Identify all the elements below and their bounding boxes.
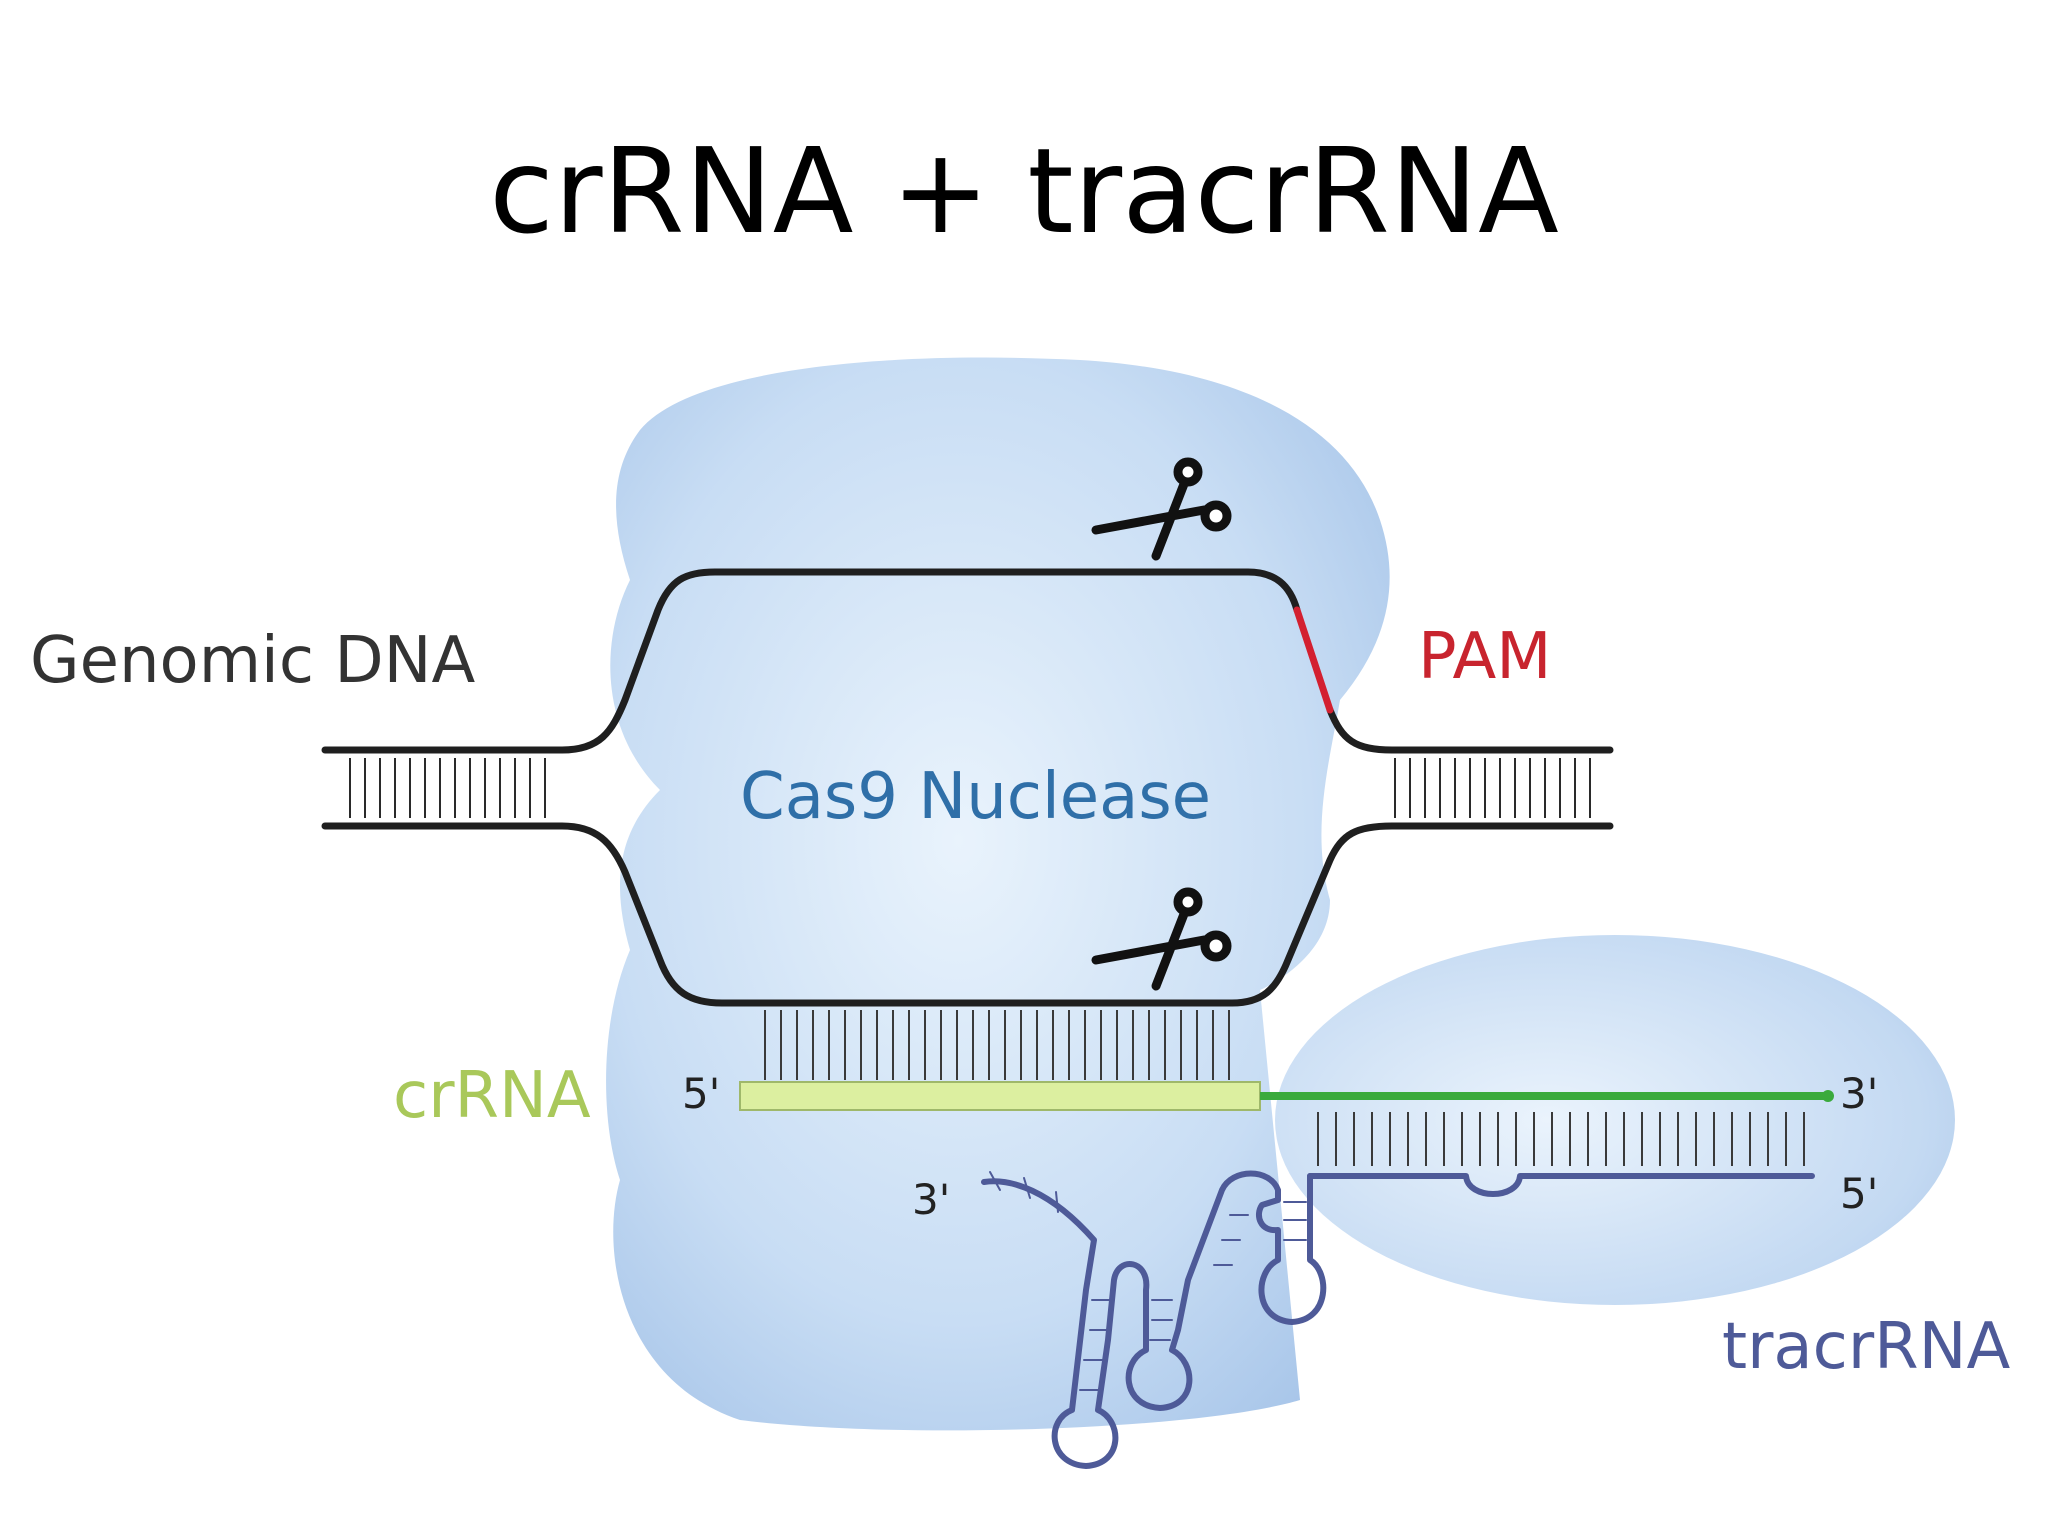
crrna-5-prime-label: 5' — [682, 1069, 720, 1118]
guide-dna-base-pairs — [764, 1010, 1230, 1080]
crrna-guide-region — [739, 1081, 1261, 1111]
dna-bottom-strand — [321, 822, 1614, 1007]
tracrrna-5-prime-label: 5' — [1840, 1169, 1878, 1218]
cas9-protein — [606, 357, 1955, 1431]
stem-base-pair — [1055, 1191, 1059, 1213]
cas9-body — [606, 357, 1390, 1431]
pam-segment — [1293, 606, 1334, 714]
dna-base-pairs-left — [349, 758, 546, 818]
tracrrna — [981, 1170, 1815, 1469]
pam-label: PAM — [1418, 620, 1552, 694]
tracrrna-3-prime-label: 3' — [912, 1175, 950, 1224]
crrna — [739, 1010, 1834, 1166]
crrna-tracrrna-base-pairs — [1317, 1112, 1805, 1166]
genomic-dna — [321, 568, 1614, 1007]
stem-base-pair — [1023, 1177, 1031, 1199]
cas9-nuclease-label: Cas9 Nuclease — [740, 760, 1211, 834]
dna-top-strand-right — [1326, 706, 1614, 754]
slide-title: crRNA + tracrRNA — [489, 122, 1559, 260]
scissors-icon — [1091, 887, 1232, 991]
cas9-lobe — [1275, 935, 1955, 1305]
tracrrna-label: tracrRNA — [1722, 1310, 2010, 1384]
crrna-3-end-dot — [1822, 1090, 1834, 1102]
tracrrna-strand — [1307, 1173, 1815, 1197]
crrna-label: crRNA — [393, 1059, 591, 1133]
dna-top-strand — [321, 568, 1301, 754]
genomic-dna-label: Genomic DNA — [30, 624, 476, 698]
stem-base-pair — [989, 1171, 1001, 1191]
tracrrna-stem-base-pairs — [989, 1171, 1307, 1391]
crrna-3-prime-label: 3' — [1840, 1069, 1878, 1118]
dna-base-pairs-right — [1394, 758, 1591, 818]
scissors-icon — [1091, 457, 1232, 561]
tracrrna-stem-loops — [981, 1170, 1327, 1469]
